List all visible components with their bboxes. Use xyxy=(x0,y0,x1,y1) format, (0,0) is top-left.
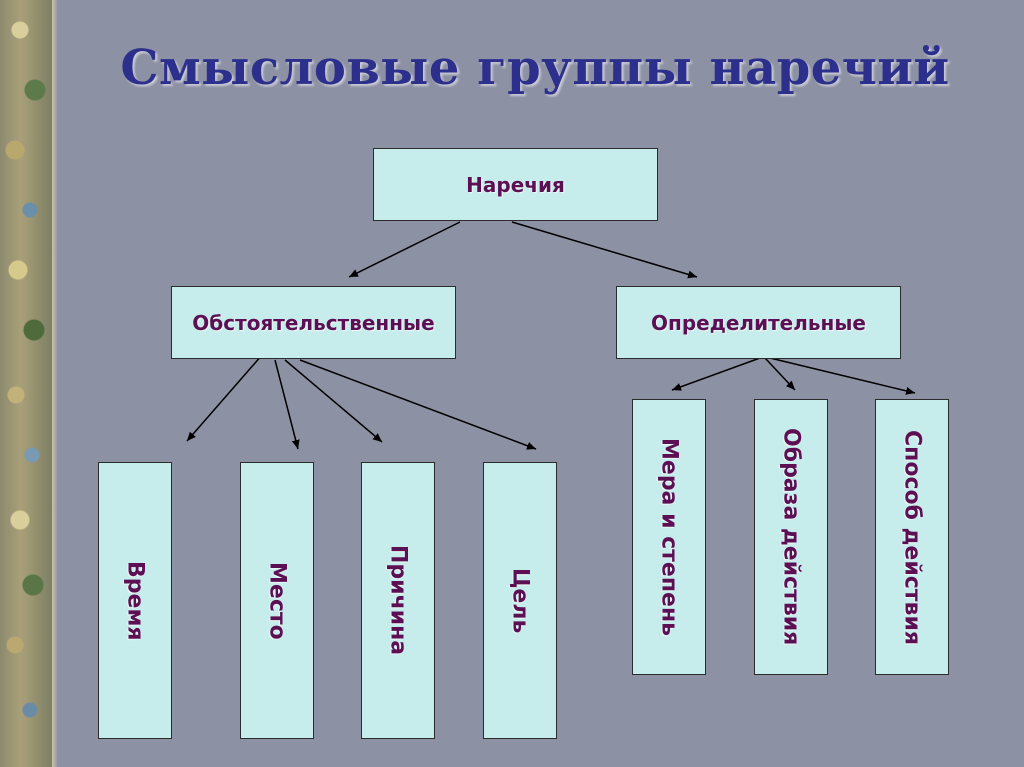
left-branch-label: Обстоятельственные xyxy=(192,310,435,335)
arrow-right-to-measure xyxy=(671,357,761,391)
leaf-label-place: Место xyxy=(264,561,290,640)
border-edge-line xyxy=(52,0,57,767)
decorative-floral-border xyxy=(0,0,52,767)
arrow-left-to-place xyxy=(274,359,300,450)
right-branch-label: Определительные xyxy=(651,310,866,335)
arrow-root-to-right xyxy=(511,221,698,279)
arrow-root-to-left xyxy=(348,221,461,278)
leaf-node-measure: Мера и степень xyxy=(632,399,706,675)
leaf-label-measure: Мера и степень xyxy=(656,437,682,637)
page-title: Смысловые группы наречий xyxy=(120,40,950,96)
arrow-right-to-method xyxy=(769,357,916,395)
leaf-label-goal: Цель xyxy=(507,567,533,634)
right-branch-node: Определительные xyxy=(616,286,901,359)
arrow-right-to-manner xyxy=(764,357,796,391)
arrow-left-to-reason xyxy=(284,359,383,443)
leaf-label-reason: Причина xyxy=(385,545,411,656)
leaf-node-manner: Образа действия xyxy=(754,399,828,675)
leaf-node-place: Место xyxy=(240,462,314,739)
leaf-node-reason: Причина xyxy=(361,462,435,739)
arrow-left-to-goal xyxy=(299,359,537,450)
leaf-node-goal: Цель xyxy=(483,462,557,739)
leaf-label-manner: Образа действия xyxy=(778,428,804,646)
leaf-label-time: Время xyxy=(122,560,148,641)
arrow-left-to-time xyxy=(186,354,263,442)
leaf-node-method: Способ действия xyxy=(875,399,949,675)
root-node: Наречия xyxy=(373,148,658,221)
leaf-label-method: Способ действия xyxy=(899,429,925,645)
left-branch-node: Обстоятельственные xyxy=(171,286,456,359)
leaf-node-time: Время xyxy=(98,462,172,739)
root-node-label: Наречия xyxy=(466,172,565,197)
